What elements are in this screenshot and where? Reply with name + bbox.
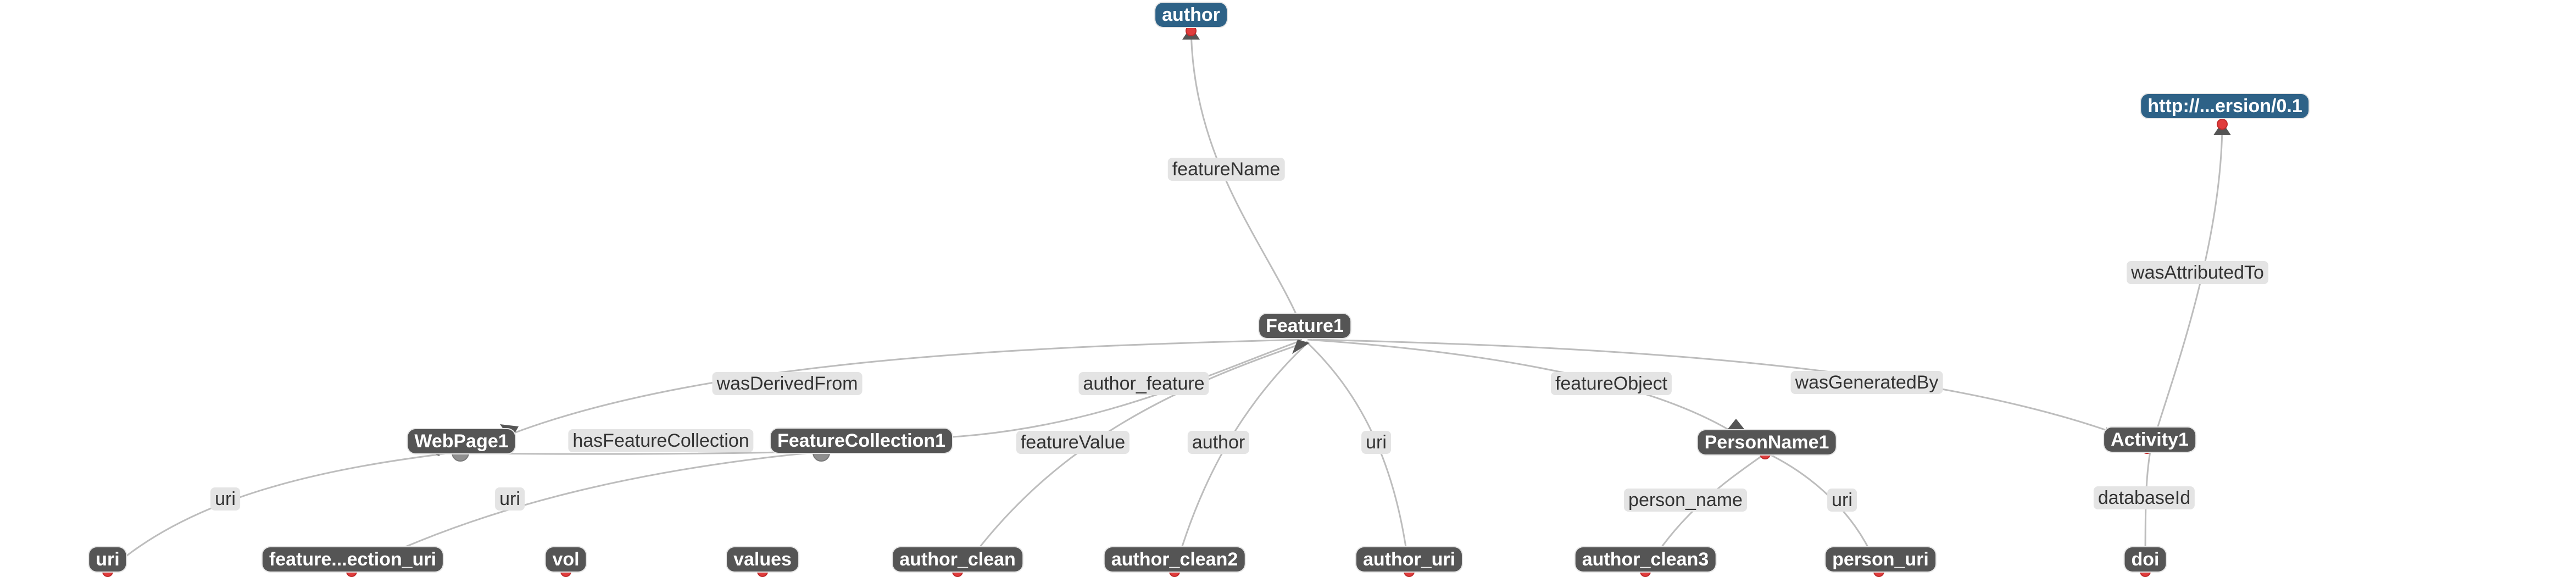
edge-label-author_feature: author_feature [1078, 372, 1209, 395]
edge-markers [102, 25, 2231, 577]
node-author-clean2[interactable]: author_clean2 [1104, 547, 1245, 572]
edge-label-hasFeatureCollection: hasFeatureCollection [568, 429, 754, 452]
edge-uri-webpage [107, 451, 462, 573]
node-uri[interactable]: uri [89, 547, 126, 572]
edge-label-featureObject: featureObject [1550, 372, 1672, 395]
node-feature1[interactable]: Feature1 [1259, 314, 1350, 338]
edge-label-uri-webpage: uri [210, 487, 240, 511]
edge-wasDerivedFrom [510, 339, 1303, 435]
node-author[interactable]: author [1155, 3, 1227, 27]
edge-label-person_name: person_name [1624, 489, 1747, 512]
edge-featureName [1190, 26, 1303, 328]
edge-featureObject [1307, 339, 1737, 435]
edge-label-uri-collection: uri [495, 487, 525, 511]
edge-label-author: author [1187, 431, 1250, 454]
edge-wasGeneratedBy [1312, 339, 2121, 436]
edge-wasAttributedTo [2151, 121, 2223, 445]
edge-author_feature [944, 340, 1301, 439]
node-featurecollection1[interactable]: FeatureCollection1 [770, 429, 953, 453]
node-author-clean3[interactable]: author_clean3 [1575, 547, 1716, 572]
edge-author [1173, 342, 1309, 572]
node-person-uri[interactable]: person_uri [1826, 547, 1935, 572]
port-uri-top [2217, 119, 2228, 130]
edge-label-wasGeneratedBy: wasGeneratedBy [1790, 371, 1943, 394]
port-author [1186, 25, 1197, 36]
edge-uri-collection [351, 451, 822, 573]
edge-lines [107, 26, 2223, 573]
edge-label-featureName: featureName [1167, 158, 1285, 181]
node-author-uri[interactable]: author_uri [1356, 547, 1462, 572]
node-activity1[interactable]: Activity1 [2104, 428, 2195, 452]
node-webpage1[interactable]: WebPage1 [408, 429, 515, 453]
node-vol[interactable]: vol [546, 547, 586, 572]
edge-label-wasDerivedFrom: wasDerivedFrom [712, 372, 863, 395]
edge-label-databaseId: databaseId [2093, 486, 2195, 509]
node-author-clean[interactable]: author_clean [893, 547, 1022, 572]
node-personname1[interactable]: PersonName1 [1698, 430, 1836, 454]
edge-label-uri-feature: uri [1361, 431, 1391, 454]
node-doi[interactable]: doi [2124, 547, 2166, 572]
node-feature-collection-uri[interactable]: feature...ection_uri [262, 547, 443, 572]
edge-label-featureValue: featureValue [1016, 431, 1130, 454]
arrowhead-personname1 [1727, 419, 1745, 430]
arrowhead-feature1 [1292, 340, 1310, 354]
edge-uri-feature [1306, 342, 1410, 572]
edge-label-wasAttributedTo: wasAttributedTo [2127, 261, 2268, 284]
edge-label-uri-person: uri [1827, 489, 1857, 512]
node-uri-version[interactable]: http://...ersion/0.1 [2141, 94, 2309, 118]
edge-featureValue [960, 341, 1308, 572]
edge-hasFeatureCollection [433, 451, 808, 455]
node-values[interactable]: values [727, 547, 798, 572]
